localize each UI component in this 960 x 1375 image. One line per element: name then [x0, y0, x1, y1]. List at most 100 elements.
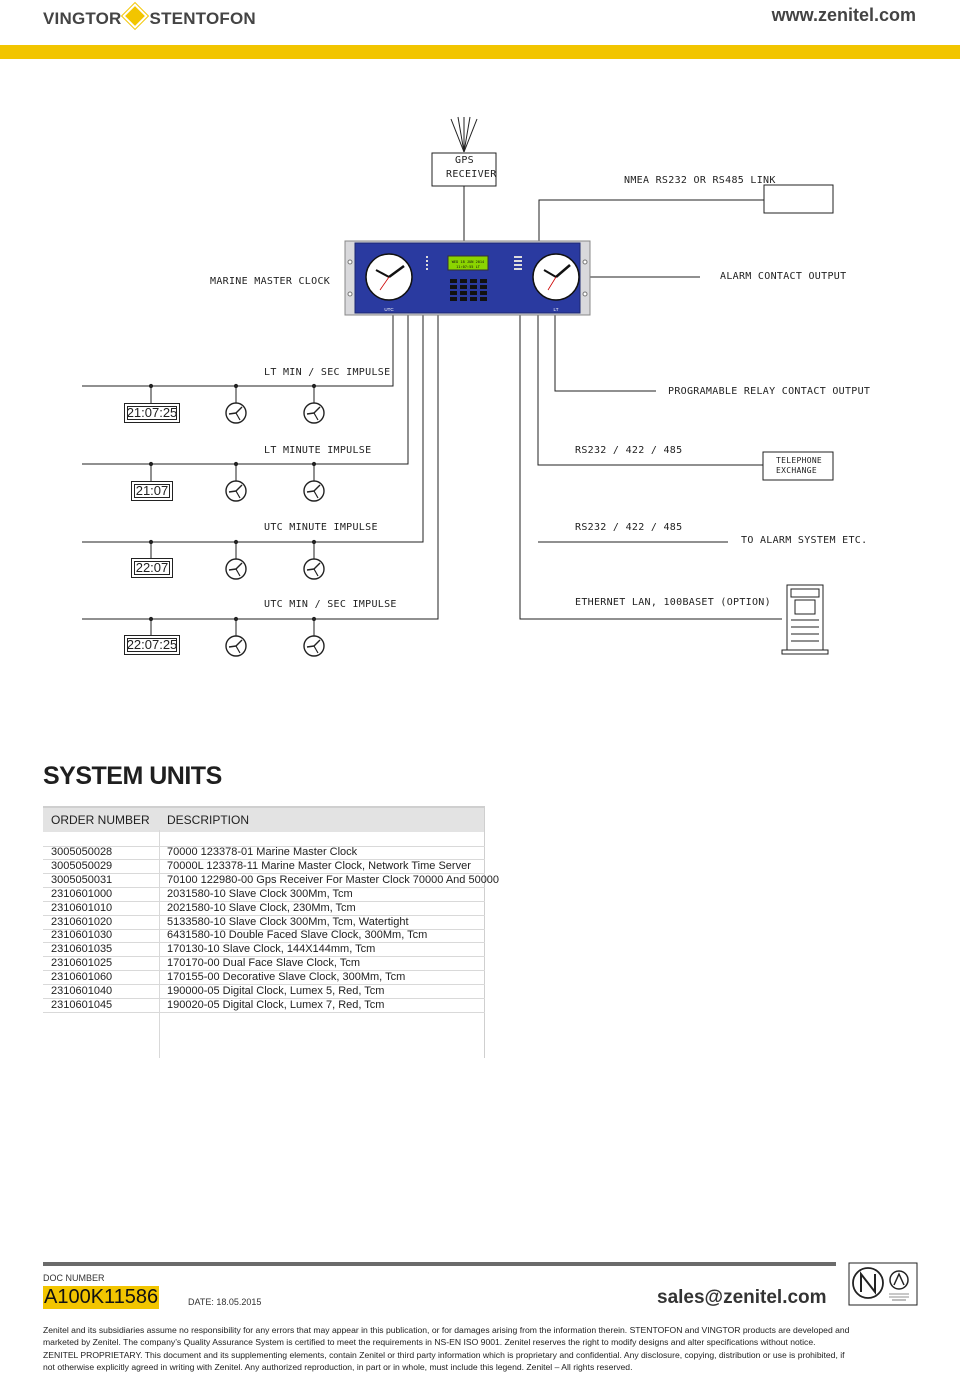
- alarm-contact-label: ALARM CONTACT OUTPUT: [720, 271, 847, 282]
- legal-disclaimer: Zenitel and its subsidiaries assume no r…: [43, 1324, 923, 1373]
- slave-clock-icon: [225, 635, 247, 657]
- description-cell: 170155-00 Decorative Slave Clock, 300Mm,…: [167, 971, 406, 984]
- alarm-system-label: TO ALARM SYSTEM ETC.: [741, 535, 868, 546]
- digital-clock-display: 21:07: [131, 481, 173, 501]
- order-number-cell: 2310601025: [51, 957, 113, 970]
- telephone-label: TELEPHONE: [776, 456, 823, 465]
- telephone-exchange-box: [762, 451, 834, 481]
- table-row: 3005050029 70000L 123378-11 Marine Master…: [43, 860, 485, 874]
- rs232-label-2: RS232 / 422 / 485: [575, 522, 683, 533]
- impulse-line-label-1: LT MIN / SEC IMPULSE: [264, 367, 391, 378]
- disclaimer-line: Zenitel and its subsidiaries assume no r…: [43, 1325, 850, 1335]
- doc-number-label: DOC NUMBER: [43, 1273, 105, 1283]
- brand-logo: VINGTOR STENTOFON: [43, 3, 256, 29]
- header-accent-bar: [0, 45, 960, 59]
- slave-clock-icon: [225, 402, 247, 424]
- svg-text:11:07:55 LT: 11:07:55 LT: [456, 265, 481, 269]
- doc-date: DATE: 18.05.2015: [188, 1297, 262, 1307]
- table-row: 2310601000 2031580-10 Slave Clock 300Mm, …: [43, 888, 485, 902]
- nmea-device-box: [763, 184, 834, 214]
- certification-mark-icon: [848, 1262, 918, 1306]
- order-number-cell: 2310601000: [51, 887, 113, 900]
- system-diagram: WED 18 JUN 2014 11:07:55 LT UTC LT: [82, 116, 834, 657]
- disclaimer-line: ZENITEL PROPRIETARY. This document and i…: [43, 1349, 845, 1360]
- section-title: SYSTEM UNITS: [43, 762, 222, 790]
- antenna-icon: [450, 116, 478, 153]
- table-row: 2310601030 6431580-10 Double Faced Slave …: [43, 929, 485, 944]
- table-row: 3005050031 70100 122980-00 Gps Receiver F…: [43, 873, 499, 888]
- digital-clock-display: 22:07:25: [124, 635, 180, 655]
- description-cell: 190000-05 Digital Clock, Lumex 5, Red, T…: [167, 985, 385, 997]
- order-number-cell: 2310601060: [51, 971, 113, 984]
- column-header-order: ORDER NUMBER: [51, 813, 150, 827]
- column-header-description: DESCRIPTION: [167, 813, 250, 827]
- order-number-cell: 2310601030: [51, 929, 113, 942]
- doc-number: A100K11586: [43, 1286, 160, 1309]
- lt-clock-face-icon: [532, 253, 580, 301]
- brand-stentofon: STENTOFON: [149, 9, 256, 28]
- order-number-cell: 2310601010: [51, 901, 113, 914]
- table-row: 2310601035 170130-10 Slave Clock, 144X144…: [43, 943, 485, 958]
- exchange-label: EXCHANGE: [776, 466, 817, 475]
- slave-clock-icon: [303, 635, 325, 657]
- digital-clock-display: 22:07: [131, 558, 173, 578]
- order-number-cell: 2310601040: [51, 985, 113, 997]
- brand-vingtor: VINGTOR: [43, 9, 122, 28]
- sales-email[interactable]: sales@zenitel.com: [657, 1287, 827, 1308]
- description-cell: 70100 122980-00 Gps Receiver For Master …: [167, 873, 500, 886]
- svg-text:LT: LT: [554, 307, 559, 312]
- slave-clock-icon: [303, 402, 325, 424]
- description-cell: 2031580-10 Slave Clock 300Mm, Tcm: [167, 887, 353, 900]
- gps-receiver-label: RECEIVER: [446, 169, 497, 180]
- table-spacer-row: [43, 830, 485, 847]
- master-clock-label: MARINE MASTER CLOCK: [210, 276, 331, 287]
- description-cell: 6431580-10 Double Faced Slave Clock, 300…: [167, 929, 428, 942]
- impulse-line-label-4: UTC MIN / SEC IMPULSE: [264, 599, 397, 610]
- order-number-cell: 2310601045: [51, 998, 113, 1011]
- slave-clock-icon: [225, 480, 247, 502]
- description-cell: 70000L 123378-11 Marine Master Clock, Ne…: [167, 859, 471, 872]
- order-number-cell: 3005050029: [51, 859, 113, 872]
- svg-text:WED 18 JUN 2014: WED 18 JUN 2014: [452, 260, 484, 264]
- impulse-line-label-2: LT MINUTE IMPULSE: [264, 445, 372, 456]
- disclaimer-line: not otherwise explicitly agreed in writi…: [43, 1361, 633, 1372]
- panel-lcd-display: [447, 255, 489, 271]
- slave-clock-icon: [303, 558, 325, 580]
- table-row: 2310601060 170155-00 Decorative Slave Clo…: [43, 971, 485, 986]
- page-header: VINGTOR STENTOFON www.zenitel.com: [0, 0, 960, 60]
- gps-label: GPS: [455, 155, 474, 166]
- table-row: 2310601025 170170-00 Dual Face Slave Cloc…: [43, 957, 485, 972]
- table-border: [484, 806, 485, 1058]
- svg-text:UTC: UTC: [384, 307, 394, 312]
- digital-clock-display: 21:07:25: [124, 403, 180, 423]
- website-url[interactable]: www.zenitel.com: [771, 5, 916, 25]
- footer-rule: [43, 1262, 836, 1266]
- description-cell: 170170-00 Dual Face Slave Clock, Tcm: [167, 957, 361, 970]
- description-cell: 170130-10 Slave Clock, 144X144mm, Tcm: [167, 943, 376, 956]
- slave-clock-icon: [225, 558, 247, 580]
- disclaimer-line: marketed by Zenitel. The company’s Quali…: [43, 1337, 816, 1348]
- slave-clock-icon: [303, 480, 325, 502]
- utc-clock-face-icon: [365, 253, 413, 301]
- marine-master-clock-panel: WED 18 JUN 2014 11:07:55 LT UTC LT: [344, 240, 591, 316]
- table-row: 3005050028 70000 123378-01 Marine Master …: [43, 846, 485, 860]
- ethernet-label: ETHERNET LAN, 100BASET (OPTION): [575, 597, 771, 608]
- description-cell: 2021580-10 Slave Clock, 230Mm, Tcm: [167, 901, 356, 914]
- description-cell: 5133580-10 Slave Clock 300Mm, Tcm, Water…: [167, 915, 409, 928]
- relay-output-label: PROGRAMABLE RELAY CONTACT OUTPUT: [668, 386, 871, 397]
- rs232-label-1: RS232 / 422 / 485: [575, 445, 683, 456]
- system-units-table: ORDER NUMBER DESCRIPTION 3005050028 70000…: [43, 806, 499, 1058]
- table-row: 2310601040 190000-05 Digital Clock, Lumex…: [43, 985, 485, 999]
- page-footer: DOC NUMBER A100K11586 DATE: 18.05.2015 s…: [0, 1255, 960, 1375]
- order-number-cell: 3005050028: [51, 846, 113, 858]
- impulse-line-label-3: UTC MINUTE IMPULSE: [264, 522, 378, 533]
- nmea-label: NMEA RS232 OR RS485 LINK: [624, 175, 776, 186]
- order-number-cell: 3005050031: [51, 873, 113, 886]
- table-row: 2310601010 2021580-10 Slave Clock, 230Mm,…: [43, 902, 485, 916]
- table-header-row: ORDER NUMBER DESCRIPTION: [43, 806, 485, 832]
- description-cell: 70000 123378-01 Marine Master Clock: [167, 846, 358, 858]
- order-number-cell: 2310601035: [51, 943, 113, 956]
- column-divider: [159, 830, 160, 1058]
